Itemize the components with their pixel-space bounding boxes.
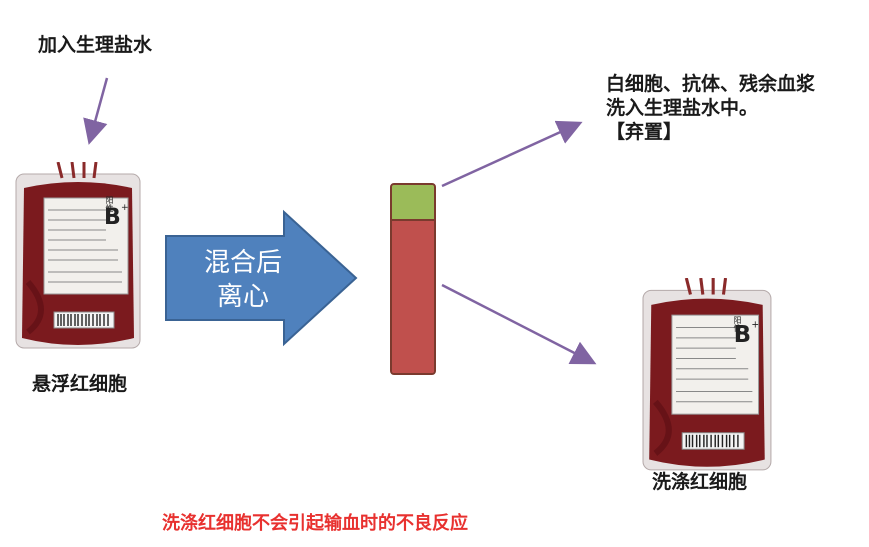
suspended-rbc-label: 悬浮红细胞 — [32, 373, 128, 395]
rh-sign: + — [751, 320, 759, 331]
rbc-layer — [392, 221, 434, 373]
footnote-text: 洗涤红细胞不会引起输血时的不良反应 — [162, 513, 468, 534]
centrifuge-text-line1: 混合后 — [203, 248, 282, 278]
rh-label-right: 阳性 — [733, 316, 742, 332]
centrifuge-text-line2: 离心 — [216, 282, 269, 312]
saline-pointer-arrow — [83, 77, 109, 145]
suspended-rbc-bag: B + — [15, 162, 141, 349]
centrifuge-text: 混合后 离心 — [190, 246, 296, 314]
discard-text: 白细胞、抗体、残余血浆 洗入生理盐水中。 【弃置】 — [606, 72, 815, 144]
washed-rbc-bag: B + — [642, 278, 772, 471]
discard-line1: 白细胞、抗体、残余血浆 — [606, 73, 816, 95]
discard-pointer-arrow — [441, 120, 583, 188]
rh-sign: + — [121, 203, 129, 213]
centrifuge-tube — [390, 183, 436, 375]
supernatant-layer — [392, 185, 434, 221]
discard-line3: 【弃置】 — [606, 121, 683, 143]
discard-line2: 洗入生理盐水中。 — [606, 97, 759, 119]
add-saline-label: 加入生理盐水 — [38, 34, 153, 56]
washed-pointer-arrow — [441, 283, 597, 365]
blood-type-letter: B — [104, 205, 121, 230]
rh-label-left: 阳性 — [105, 196, 114, 212]
washed-rbc-label: 洗涤红细胞 — [652, 471, 748, 493]
blood-type-letter: B — [734, 322, 751, 348]
